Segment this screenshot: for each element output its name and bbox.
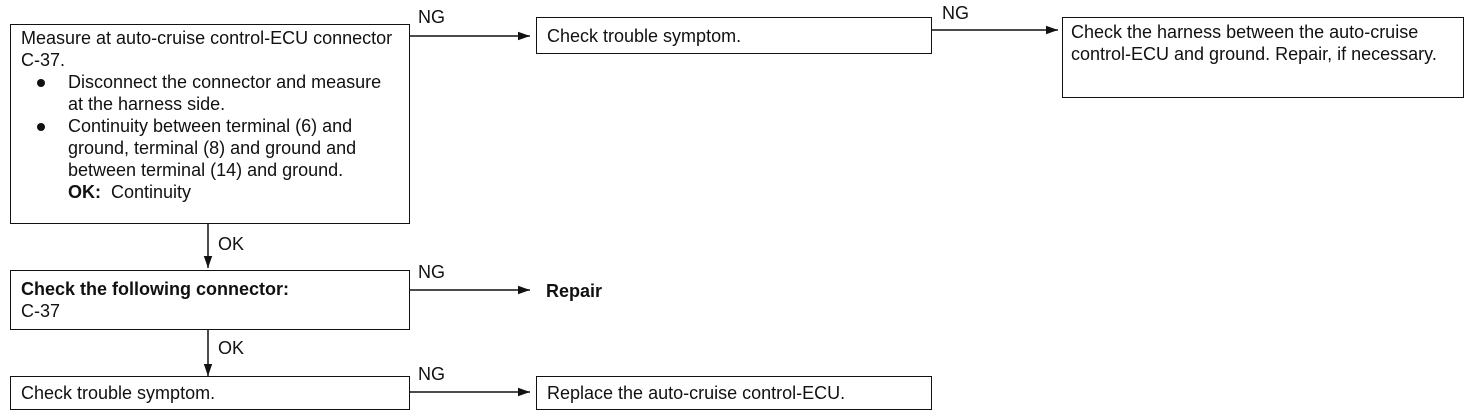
check-symptom-2-text: Check trouble symptom.	[21, 383, 216, 403]
bullet-dot-icon	[37, 79, 45, 87]
bullet-dot-icon	[37, 123, 45, 131]
check-symptom-box-1: Check trouble symptom.	[536, 17, 932, 54]
ng-label-2: NG	[942, 3, 969, 23]
check-connector-title: Check the following connector:	[21, 279, 290, 299]
check-symptom-box-2: Check trouble symptom.	[10, 376, 410, 410]
measure-step-intro: Measure at auto-cruise control-ECU conne…	[21, 28, 393, 70]
replace-ecu-text: Replace the auto-cruise control-ECU.	[547, 383, 846, 403]
check-symptom-1-text: Check trouble symptom.	[547, 26, 742, 46]
check-harness-box: Check the harness between the auto-cruis…	[1062, 17, 1464, 98]
measure-step-ok-label: OK:	[68, 182, 101, 202]
measure-step-box: Measure at auto-cruise control-ECU conne…	[10, 24, 410, 224]
measure-step-bullet-1: Disconnect the connector and measure at …	[21, 71, 399, 115]
check-connector-value: C-37	[21, 301, 61, 321]
measure-step-bullet-2: Continuity between terminal (6) and grou…	[21, 115, 399, 181]
check-connector-box: Check the following connector: C-37	[10, 270, 410, 330]
ng-label-1: NG	[418, 7, 445, 27]
measure-step-ok-line: OK: Continuity	[21, 181, 399, 203]
check-harness-text: Check the harness between the auto-cruis…	[1071, 22, 1437, 64]
measure-step-bullet-1-text: Disconnect the connector and measure at …	[68, 72, 382, 114]
replace-ecu-box: Replace the auto-cruise control-ECU.	[536, 376, 932, 410]
ok-label-1: OK	[218, 234, 245, 254]
ng-label-3: NG	[418, 262, 445, 282]
measure-step-ok-value: Continuity	[111, 182, 192, 202]
repair-action: Repair	[546, 281, 603, 301]
ng-label-4: NG	[418, 364, 445, 384]
measure-step-bullet-2-text: Continuity between terminal (6) and grou…	[68, 116, 357, 180]
ok-label-2: OK	[218, 338, 245, 358]
